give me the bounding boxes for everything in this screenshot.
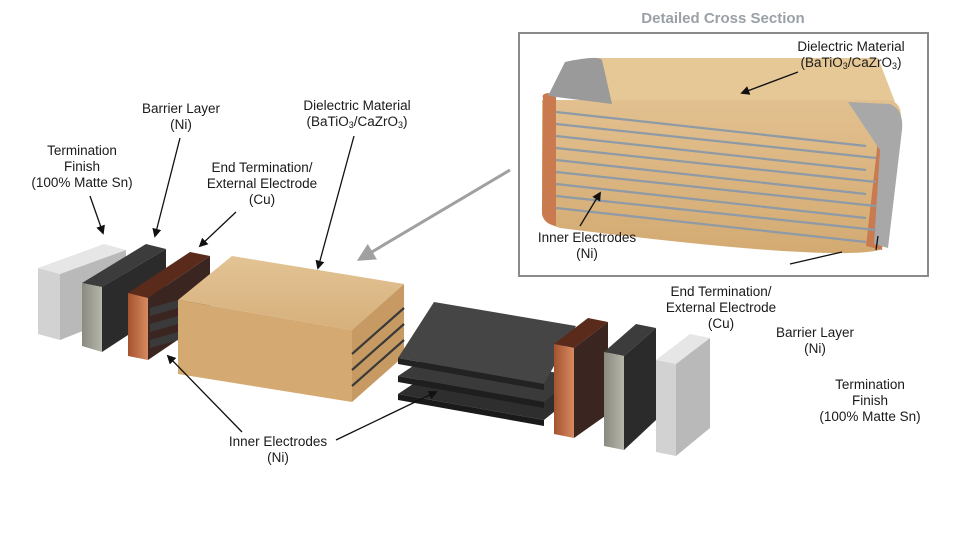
leader-dielectric-left [315, 135, 355, 270]
inset-dielectric-body [541, 100, 901, 254]
inset-endterm-leader [789, 251, 843, 265]
right-termination-finish-line3: (100% Matte Sn) [819, 409, 921, 424]
left-termination-finish-line2: Finish [63, 159, 101, 174]
right-end-termination-label: End Termination/ External Electrode (Cu) [666, 284, 776, 332]
inset-dielectric-line1: Dielectric Material [797, 39, 905, 54]
left-barrier-line1: Barrier Layer [141, 101, 221, 116]
right-electrode-plates [398, 302, 576, 426]
leader-endterm-left [198, 211, 237, 248]
leader-inner-electrodes-b [335, 391, 438, 441]
inset-dielectric-label: Dielectric Material (BaTiO3/CaZrO3) [797, 39, 904, 74]
dielectric-block [178, 256, 405, 402]
zoom-pointer-arrow [356, 168, 511, 261]
inset-tin-left-cap [548, 57, 612, 104]
inset-inner-electrodes-line2: (Ni) [576, 246, 598, 261]
left-end-termination-line3: (Cu) [248, 192, 276, 207]
left-electrode-tabs [150, 300, 178, 348]
right-termination-finish-line2: Finish [851, 393, 889, 408]
inset-inner-electrodes-label: Inner Electrodes (Ni) [538, 230, 636, 262]
leader-barrier-left [152, 137, 181, 238]
inset-dielectric-line2: (BaTiO3/CaZrO3) [797, 55, 904, 74]
inset-title: Detailed Cross Section [641, 10, 805, 27]
inset-dielectric-sub2: 3 [892, 61, 898, 71]
inset-barrier-leader [875, 235, 879, 251]
leader-termination-finish-left [89, 195, 105, 235]
left-termination-finish-label: Termination Finish (100% Matte Sn) [31, 143, 132, 191]
leader-inner-electrodes-a [166, 354, 243, 433]
right-barrier-label: Barrier Layer (Ni) [776, 325, 854, 357]
left-dielectric-sub1: 3 [348, 120, 354, 130]
cross-section-inset [518, 32, 929, 277]
inset-tin-right-cap [848, 102, 903, 248]
right-barrier-line1: Barrier Layer [775, 325, 855, 340]
right-barrier-line2: (Ni) [804, 341, 826, 356]
left-dielectric-label: Dielectric Material (BaTiO3/CaZrO3) [303, 98, 410, 133]
inset-dielectric-formula-a: (BaTiO [800, 55, 843, 70]
inset-dielectric-sub1: 3 [842, 61, 848, 71]
center-inner-electrodes-line2: (Ni) [267, 450, 289, 465]
right-end-termination-line1: End Termination/ [670, 284, 772, 299]
left-barrier-line2: (Ni) [170, 117, 192, 132]
right-end-termination-line2: External Electrode [665, 300, 777, 315]
right-barrier-layer [604, 324, 656, 450]
left-dielectric-formula-a: (BaTiO [306, 114, 349, 129]
inset-inner-electrodes [555, 110, 877, 244]
right-end-termination-line3: (Cu) [707, 316, 735, 331]
left-end-termination-label: End Termination/ External Electrode (Cu) [207, 160, 317, 208]
center-inner-electrodes-label: Inner Electrodes (Ni) [229, 434, 327, 466]
left-dielectric-formula-b: /CaZrO [353, 114, 399, 129]
left-end-termination-line1: End Termination/ [211, 160, 313, 175]
center-inner-electrodes-line1: Inner Electrodes [228, 434, 328, 449]
left-termination-finish-line3: (100% Matte Sn) [31, 175, 133, 190]
left-termination-finish-line1: Termination [47, 143, 117, 158]
left-dielectric-line2: (BaTiO3/CaZrO3) [303, 114, 410, 133]
inset-dielectric-formula-b: /CaZrO [847, 55, 893, 70]
left-end-termination-line2: External Electrode [206, 176, 318, 191]
right-termination-finish-line1: Termination [835, 377, 905, 392]
left-barrier-label: Barrier Layer (Ni) [142, 101, 220, 133]
inset-dielectric-formula-c: ) [897, 55, 902, 70]
right-tin-termination [656, 334, 710, 456]
inset-copper-left [542, 93, 556, 226]
right-copper-termination [554, 318, 608, 438]
right-termination-finish-label: Termination Finish (100% Matte Sn) [819, 377, 920, 425]
left-dielectric-formula-c: ) [403, 114, 408, 129]
inset-electrode-leader [579, 191, 601, 227]
left-dielectric-sub2: 3 [398, 120, 404, 130]
inset-dielectric-top [598, 58, 895, 102]
leader-lines [89, 135, 438, 441]
left-dielectric-line1: Dielectric Material [303, 98, 411, 113]
inset-inner-electrodes-line1: Inner Electrodes [537, 230, 637, 245]
inset-dielectric-leader [740, 71, 799, 95]
